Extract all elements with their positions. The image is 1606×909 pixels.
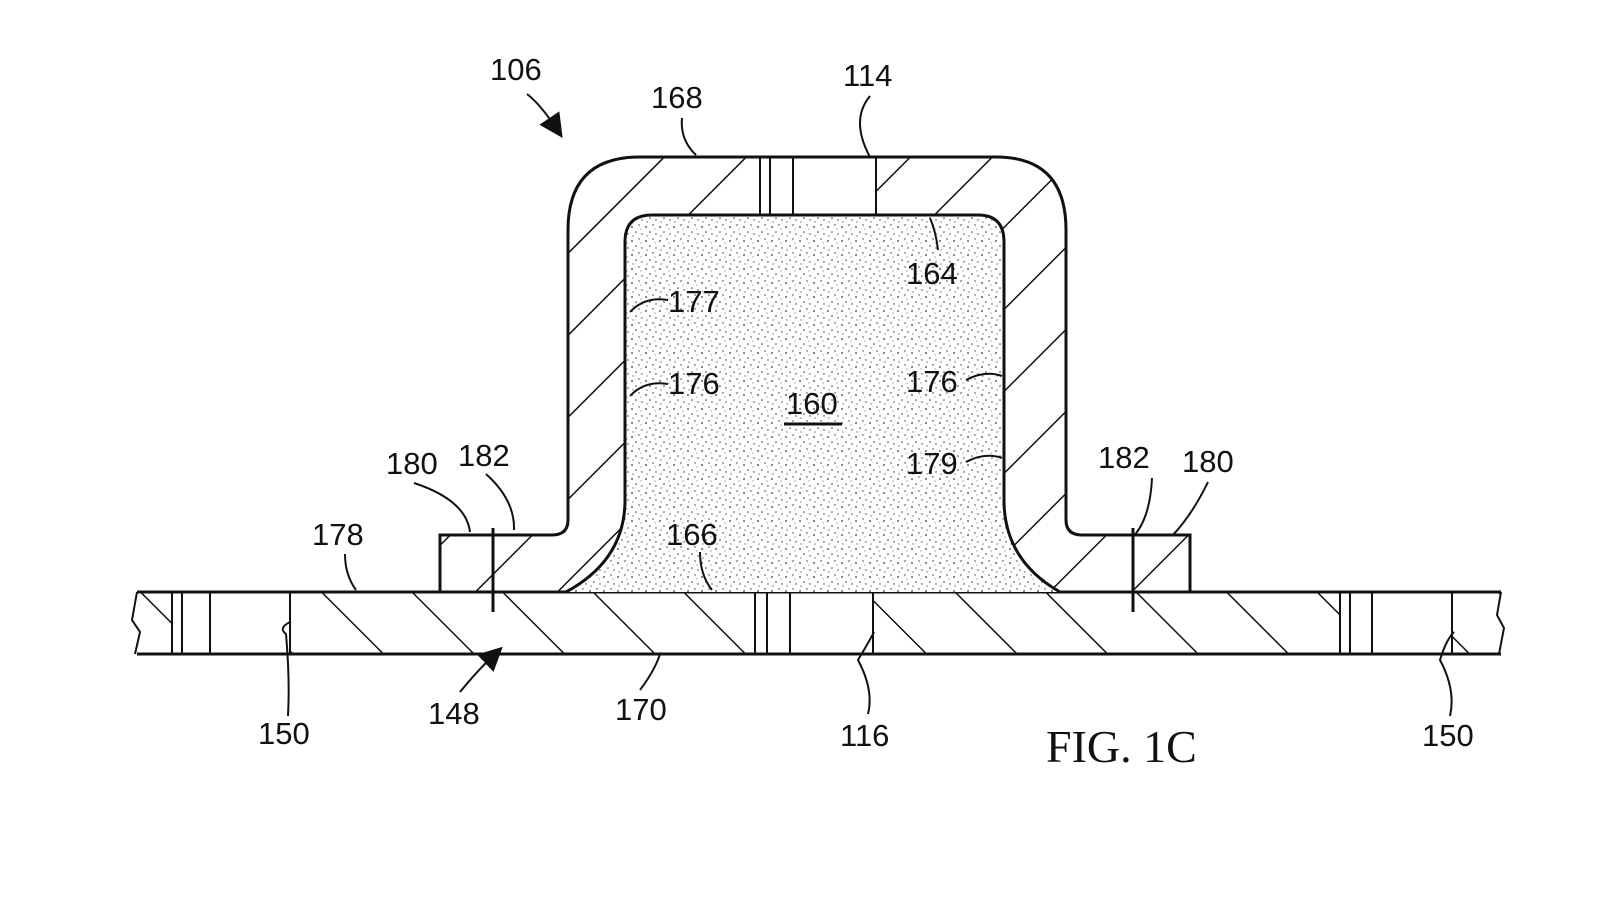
label-166: 166 — [666, 517, 718, 552]
label-150-left: 150 — [258, 716, 310, 751]
label-148: 148 — [428, 696, 480, 731]
label-114: 114 — [843, 58, 892, 93]
figure-caption: FIG. 1C — [1046, 721, 1197, 772]
label-168: 168 — [651, 80, 703, 115]
label-164: 164 — [906, 256, 958, 291]
label-160: 160 — [786, 386, 838, 421]
label-170: 170 — [615, 692, 667, 727]
label-150-right: 150 — [1422, 718, 1474, 753]
label-180-right: 180 — [1182, 444, 1234, 479]
label-178: 178 — [312, 517, 364, 552]
label-182-right: 182 — [1098, 440, 1150, 475]
base-plate — [132, 592, 1504, 654]
label-182-left: 182 — [458, 438, 510, 473]
label-176-right: 176 — [906, 364, 958, 399]
label-106: 106 — [490, 52, 542, 87]
label-177: 177 — [668, 284, 720, 319]
label-116: 116 — [840, 718, 889, 753]
label-176-left: 176 — [668, 366, 720, 401]
label-179: 179 — [906, 446, 958, 481]
label-180-left: 180 — [386, 446, 438, 481]
